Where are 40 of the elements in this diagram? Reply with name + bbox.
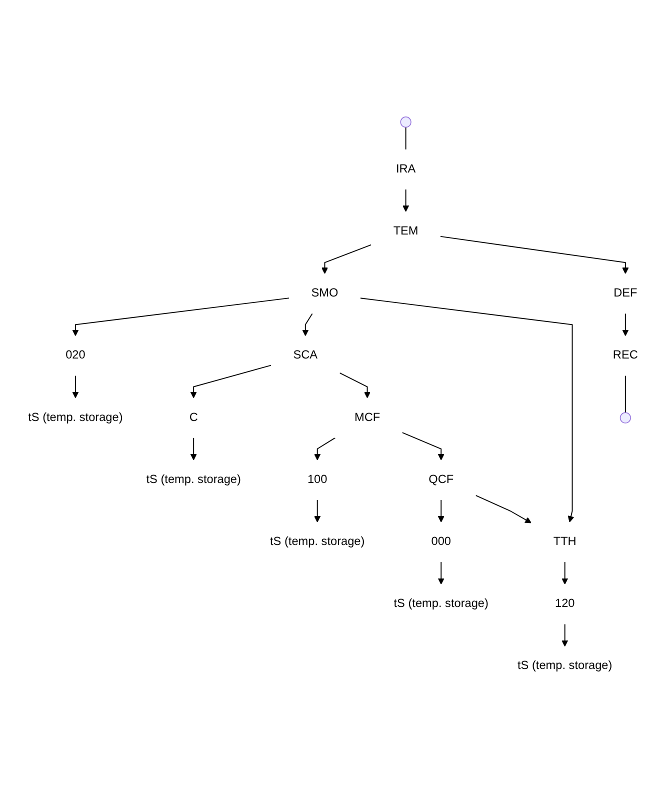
node-text: tS (temp. storage) xyxy=(394,598,488,611)
node-text: C xyxy=(189,412,198,424)
node-text: IRA xyxy=(396,163,416,176)
node-text: tS (temp. storage) xyxy=(28,412,123,424)
arrow xyxy=(360,298,574,523)
arrow xyxy=(402,432,444,461)
node-text: QCF xyxy=(428,474,454,486)
node-text: TTH xyxy=(553,536,576,548)
node-text: SMO xyxy=(311,287,338,300)
node-text: TEM xyxy=(393,225,418,238)
arrow xyxy=(302,314,313,336)
arrow xyxy=(322,244,372,274)
node-text: tS (temp. storage) xyxy=(146,474,241,486)
arrow xyxy=(190,365,272,399)
arrow xyxy=(314,438,336,461)
node-text: 000 xyxy=(431,536,451,548)
arrow xyxy=(190,438,197,461)
connector xyxy=(405,127,406,150)
arrow xyxy=(339,372,371,399)
arrow xyxy=(438,500,444,523)
node-text: MCF xyxy=(354,412,380,424)
arrow xyxy=(72,376,79,399)
node-text: 120 xyxy=(554,598,575,611)
arrow xyxy=(314,500,321,523)
arrow xyxy=(72,298,290,336)
arrow xyxy=(440,236,629,274)
arrow xyxy=(622,314,629,336)
arrow xyxy=(475,495,532,524)
node-text: tS (temp. storage) xyxy=(270,536,365,548)
arrow xyxy=(438,562,444,585)
arrow xyxy=(562,562,568,585)
node-text: tS (temp. storage) xyxy=(518,660,612,673)
node-text: DEF xyxy=(614,287,638,300)
arrow xyxy=(562,624,568,648)
node-text: REC xyxy=(612,350,638,362)
node-text: SCA xyxy=(293,350,318,362)
node-text: 020 xyxy=(66,350,86,362)
arrow xyxy=(402,189,410,212)
connector xyxy=(624,376,626,414)
node-text: 100 xyxy=(307,474,328,486)
